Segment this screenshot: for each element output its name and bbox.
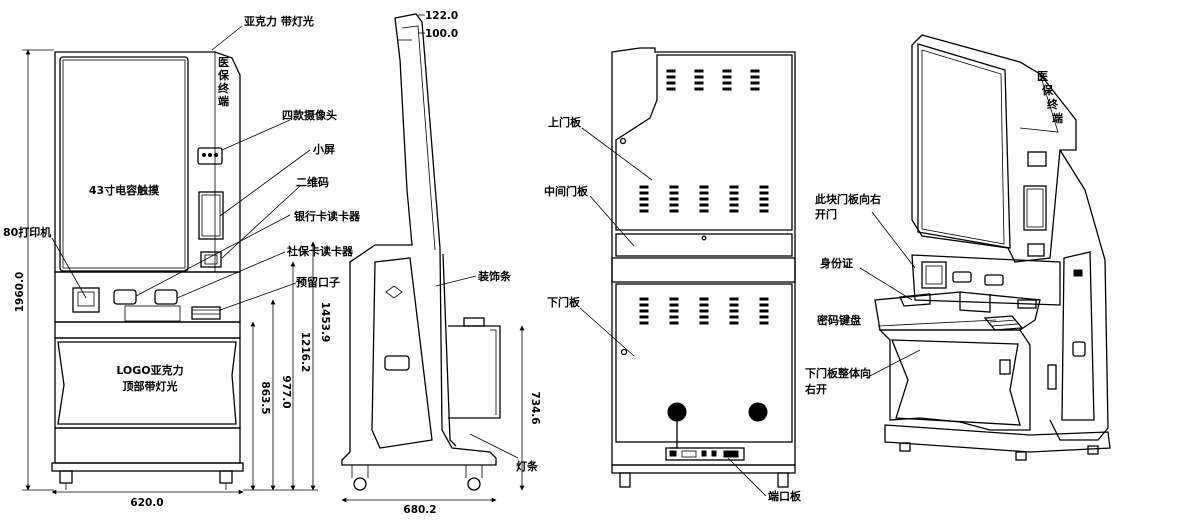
camera-label: 四款摄像头 — [282, 108, 337, 122]
back-wheel-right — [777, 472, 789, 488]
front-view: 43寸电容触摸 医 保 终 端 LOGO亚克力 顶部带灯光 — [3, 14, 361, 509]
printer-label: 80打印机 — [3, 225, 51, 239]
back-view: 上门板 中间门板 下门板 端口板 — [544, 47, 802, 503]
screen-label: 43寸电容触摸 — [89, 183, 160, 197]
top-light-label: 亚克力 带灯光 — [244, 14, 314, 28]
side-sign-3: 终 — [218, 81, 230, 95]
dim-depth: 680.2 — [403, 504, 436, 516]
right-door-label-line1: 此块门板向右 — [815, 192, 881, 206]
dim-977: 977.0 — [280, 375, 292, 408]
printer — [72, 287, 100, 313]
side-wheel-right — [467, 477, 481, 491]
bank-card-reader — [113, 289, 137, 305]
dim-width: 620.0 — [130, 497, 163, 509]
side-wheel-left — [353, 477, 367, 491]
side-view: 122.0 100.0 680.2 734.6 装饰条 灯条 — [341, 10, 541, 516]
dim-100: 100.0 — [425, 28, 458, 40]
side-sign-1: 医 — [218, 56, 229, 69]
right-door-label-line2: 开门 — [815, 207, 837, 221]
dim-1216: 1216.2 — [299, 332, 311, 373]
trim-label: 装饰条 — [477, 269, 512, 283]
small-screen — [198, 191, 224, 240]
iso-printer — [921, 261, 947, 289]
iso-sign-3: 终 — [1047, 97, 1059, 111]
fan-right — [748, 402, 768, 422]
upper-door — [615, 54, 793, 231]
back-wheel-left — [619, 472, 631, 488]
lower-door-label-line1: 下门板整体向 — [805, 366, 871, 380]
dim-122: 122.0 — [425, 10, 458, 22]
side-panel — [371, 257, 433, 449]
middle-door — [615, 233, 793, 257]
side-sign-2: 保 — [217, 68, 230, 82]
dim-1453: 1453.9 — [319, 302, 331, 343]
touch-screen — [59, 56, 189, 272]
qr-label: 二维码 — [296, 175, 329, 189]
iso-lower-door — [891, 339, 1021, 426]
lower-vents — [639, 297, 769, 325]
dim-height: 1960.0 — [14, 272, 26, 313]
camera-module — [197, 147, 223, 165]
side-sign-4: 端 — [218, 94, 229, 108]
bank-reader-label: 银行卡读卡器 — [294, 209, 361, 223]
iso-camera — [1027, 151, 1047, 167]
social-card-reader — [154, 289, 178, 305]
card-reader-shelf — [54, 271, 241, 323]
middle-door-label: 中间门板 — [544, 184, 589, 198]
iso-sign-2: 保 — [1041, 83, 1054, 97]
port-panel — [665, 447, 745, 461]
lower-door-label-line2: 右开 — [804, 382, 827, 396]
iso-view: 医 保 终 端 此块门板向 — [804, 34, 1111, 461]
iso-sign-1: 医 — [1037, 70, 1048, 83]
social-reader-label: 社保卡读卡器 — [286, 244, 354, 258]
upper-vents — [639, 69, 769, 213]
id-card-label: 身份证 — [820, 256, 853, 270]
dim-863: 863.5 — [259, 381, 271, 414]
front-wheel-left — [59, 470, 73, 484]
pre-slot-label: 预留口子 — [296, 275, 340, 289]
lower-door — [615, 283, 793, 443]
iso-small-screen — [1023, 185, 1047, 231]
logo-label-line2: 顶部带灯光 — [123, 379, 178, 393]
front-wheel-right — [219, 470, 233, 484]
light-strip-label: 灯条 — [516, 459, 539, 473]
logo-label-line1: LOGO亚克力 — [116, 363, 183, 377]
pin-pad — [191, 306, 221, 320]
iso-pin-pad — [983, 315, 1024, 331]
iso-id-reader — [899, 293, 931, 307]
port-panel-label: 端口板 — [768, 489, 802, 503]
dim-734: 734.6 — [529, 391, 541, 424]
iso-screen — [917, 43, 1011, 249]
lower-door-label: 下门板 — [547, 295, 581, 309]
side-handle — [384, 355, 410, 371]
upper-door-label: 上门板 — [548, 115, 582, 129]
small-screen-label: 小屏 — [312, 142, 335, 156]
pin-pad-label: 密码键盘 — [817, 313, 861, 327]
qr-scanner — [200, 251, 222, 268]
front-door-panel — [57, 341, 237, 425]
iso-sign-4: 端 — [1052, 111, 1063, 125]
